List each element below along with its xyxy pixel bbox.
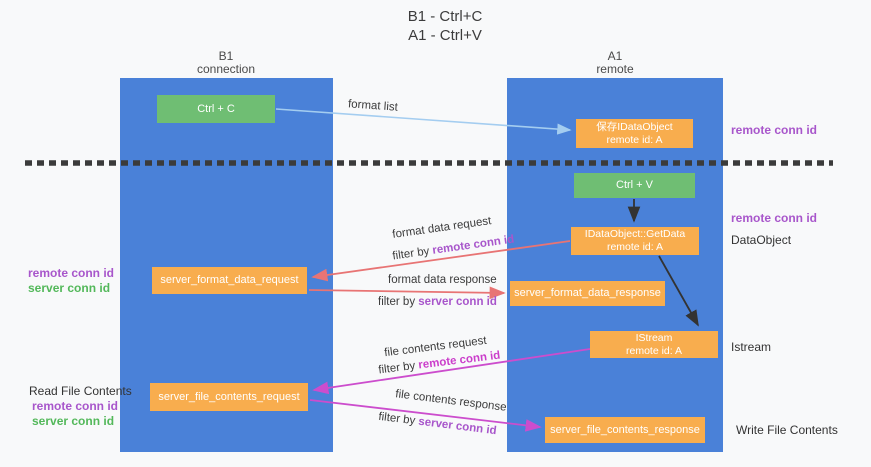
filter-by-text: filter by [377, 410, 416, 428]
server-file-contents-response-label: server_file_contents_response [550, 423, 700, 436]
ctrl-v-box: Ctrl + V [574, 173, 695, 198]
right-column-header: A1 remote [555, 50, 675, 76]
format-data-request-label: format data request [391, 215, 493, 241]
ctrl-c-box: Ctrl + C [157, 95, 275, 123]
ctrl-c-label: Ctrl + C [197, 102, 235, 115]
server-file-contents-request-label: server_file_contents_request [158, 390, 300, 403]
istream-side-label: Istream [731, 340, 772, 354]
istream-box: IStream remote id: A [590, 331, 718, 358]
ctrl-v-label: Ctrl + V [616, 179, 653, 191]
server-conn-id-label-format: server conn id [28, 281, 111, 295]
format-response-filter-label: filter by server conn id [378, 296, 497, 308]
getdata-line2: remote id: A [606, 241, 663, 253]
save-dataobject-line2: remote id: A [606, 133, 663, 146]
left-column-name: B1 [218, 49, 234, 63]
istream-line2: remote id: A [625, 344, 683, 357]
remote-conn-id-label-format: remote conn id [28, 266, 115, 280]
right-column-role: remote [596, 62, 634, 76]
remote-conn-id-label-getdata: remote conn id [731, 211, 818, 225]
server-conn-id-text: server conn id [417, 415, 498, 438]
remote-conn-id-label-file: remote conn id [32, 399, 119, 413]
right-column-name: A1 [607, 49, 623, 63]
server-file-contents-response-box: server_file_contents_response [545, 417, 705, 443]
left-column-role: connection [196, 62, 256, 76]
format-list-label: format list [347, 98, 399, 114]
left-column-header: B1 connection [166, 50, 286, 76]
file-contents-response-label: file contents response [394, 388, 508, 414]
server-format-data-request-label: server_format_data_request [160, 274, 299, 286]
server-format-data-response-label: server_format_data_response [514, 287, 661, 299]
server-conn-id-label-file: server conn id [32, 414, 115, 428]
format-data-response-label: format data response [388, 274, 497, 286]
server-file-contents-request-box: server_file_contents_request [150, 383, 308, 411]
file-response-filter-label: filter by server conn id [378, 411, 497, 437]
getdata-line1: IDataObject::GetData [584, 228, 686, 240]
format-data-response-arrow [308, 286, 506, 300]
diagram-title: B1 - Ctrl+C A1 - Ctrl+V [345, 7, 545, 45]
filter-by-text: filter by [377, 360, 416, 377]
dataobject-label: DataObject [731, 233, 792, 247]
idataobject-getdata-box: IDataObject::GetData remote id: A [571, 227, 699, 255]
save-dataobject-line1: 保存IDataObject [596, 120, 673, 133]
server-conn-id-text: server conn id [418, 296, 497, 308]
title-line-2: A1 - Ctrl+V [408, 27, 482, 44]
filter-by-text: filter by [391, 245, 431, 263]
write-file-contents-label: Write File Contents [736, 423, 838, 437]
save-dataobject-box: 保存IDataObject remote id: A [576, 119, 693, 148]
istream-line1: IStream [635, 331, 673, 344]
filter-by-text: filter by [378, 296, 416, 308]
title-line-1: B1 - Ctrl+C [407, 8, 483, 25]
server-format-data-response-box: server_format_data_response [510, 281, 665, 306]
read-file-contents-label: Read File Contents [29, 384, 132, 398]
remote-conn-id-text: remote conn id [431, 233, 515, 257]
remote-conn-id-label-top: remote conn id [731, 123, 818, 137]
server-format-data-request-box: server_format_data_request [152, 267, 307, 294]
